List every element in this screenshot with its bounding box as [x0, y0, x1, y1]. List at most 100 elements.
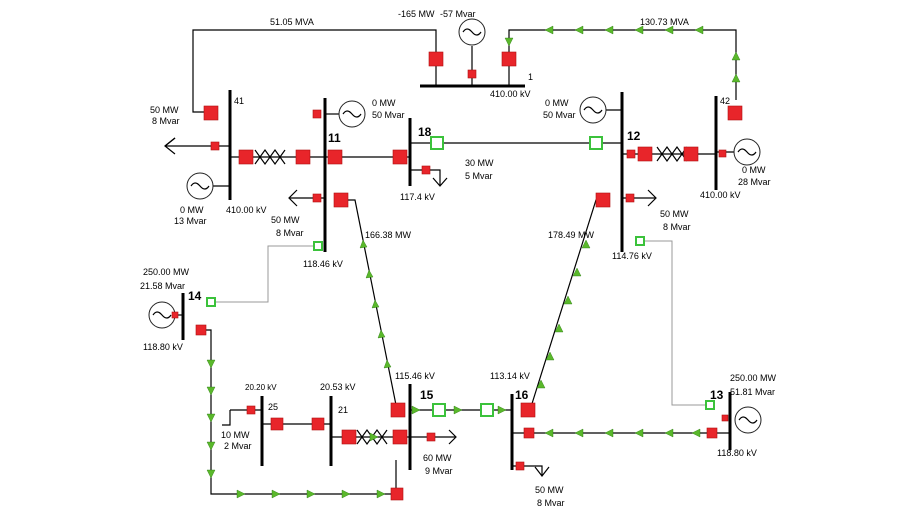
breaker-11-xfmr[interactable] — [295, 149, 311, 165]
open-breaker-14[interactable] — [206, 297, 216, 307]
breaker-12-side[interactable] — [626, 149, 636, 159]
breaker-13-16[interactable] — [706, 427, 718, 439]
generator-14[interactable] — [148, 301, 176, 329]
breaker-12-16[interactable] — [595, 192, 611, 208]
flow-arrow — [206, 469, 216, 479]
label-bus14-kv: 118.80 kV — [143, 342, 183, 352]
breaker-gen14[interactable] — [171, 311, 179, 319]
breaker-15-14[interactable] — [390, 487, 404, 501]
breaker-21-xfmr[interactable] — [341, 429, 357, 445]
breaker-41-xfmr[interactable] — [238, 149, 254, 165]
flow-arrow — [691, 428, 701, 438]
label-gen11-mvar: 50 Mvar — [372, 110, 405, 120]
label-bus15-num: 15 — [420, 388, 434, 402]
label-load41-mvar: 8 Mvar — [152, 116, 180, 126]
breaker-load25[interactable] — [246, 405, 256, 415]
flow-arrow — [545, 351, 555, 361]
breaker-16-13[interactable] — [523, 427, 535, 439]
label-gen1-mvar: -57 Mvar — [440, 9, 476, 19]
label-top-flow-right: 130.73 MVA — [640, 17, 689, 27]
flow-arrow — [359, 239, 368, 249]
flow-arrow — [664, 428, 674, 438]
breaker-15-11[interactable] — [390, 402, 406, 418]
flow-arrow — [536, 379, 546, 389]
breaker-load16[interactable] — [515, 461, 525, 471]
open-breaker-18[interactable] — [430, 136, 444, 150]
line-41-1[interactable] — [192, 29, 437, 113]
transformer-12-42 — [656, 145, 688, 163]
breaker-gen1[interactable] — [467, 69, 477, 79]
open-breaker-15-16[interactable] — [432, 403, 446, 417]
label-bus25-kv: 20.20 kV — [245, 383, 277, 392]
label-load18-mvar: 5 Mvar — [465, 171, 493, 181]
label-gen42-mvar: 28 Mvar — [738, 177, 771, 187]
breaker-42-xfmr[interactable] — [683, 146, 699, 162]
breaker-load15[interactable] — [426, 432, 436, 442]
label-gen11-mw: 0 MW — [372, 98, 396, 108]
breaker-load41[interactable] — [210, 141, 220, 151]
breaker-load11[interactable] — [312, 193, 322, 203]
breaker-25-21[interactable] — [270, 417, 284, 431]
label-load11-mw: 50 MW — [271, 215, 300, 225]
generator-12[interactable] — [579, 96, 607, 124]
label-gen41-mw: 0 MW — [180, 205, 204, 215]
breaker-41-top[interactable] — [203, 105, 219, 121]
breaker-11-18[interactable] — [327, 149, 343, 165]
breaker-load18[interactable] — [421, 165, 431, 175]
label-bus42-num: 42 — [720, 96, 730, 106]
load11-arrowhead — [288, 189, 298, 207]
open-breaker-13[interactable] — [705, 400, 715, 410]
label-gen13-mw: 250.00 MW — [730, 373, 777, 383]
breaker-12-xfmr[interactable] — [637, 146, 653, 162]
breaker-1-41[interactable] — [428, 51, 444, 67]
line-1-42[interactable] — [508, 29, 737, 100]
breaker-gen11[interactable] — [312, 109, 322, 119]
label-bus11-kv: 118.46 kV — [303, 259, 343, 269]
label-load25-mvar: 2 Mvar — [224, 441, 252, 451]
breaker-gen42[interactable] — [718, 149, 727, 158]
breaker-1-42[interactable] — [501, 51, 517, 67]
breaker-42-top[interactable] — [727, 105, 743, 121]
label-load15-mvar: 9 Mvar — [425, 466, 453, 476]
breaker-load12[interactable] — [625, 193, 635, 203]
flow-arrow — [563, 295, 573, 305]
open-breaker-12[interactable] — [589, 136, 603, 150]
open-breaker-12-13[interactable] — [635, 236, 645, 246]
breaker-11-15[interactable] — [333, 192, 349, 208]
breaker-15-xfmr[interactable] — [392, 429, 408, 445]
breaker-18-11[interactable] — [392, 149, 408, 165]
flow-arrow — [574, 428, 584, 438]
label-load15-mw: 60 MW — [423, 453, 452, 463]
generator-13[interactable] — [734, 406, 762, 434]
line-14-15[interactable] — [202, 329, 397, 495]
breaker-gen13[interactable] — [721, 414, 729, 422]
label-gen13-mvar: 51.81 Mvar — [730, 387, 775, 397]
flow-arrow — [206, 386, 216, 396]
generator-41[interactable] — [186, 172, 214, 200]
generator-11[interactable] — [338, 100, 366, 128]
flow-arrow — [694, 25, 704, 35]
transformer-41-11 — [254, 148, 286, 166]
label-bus1-num: 1 — [528, 72, 533, 82]
flow-arrow — [572, 267, 582, 277]
label-load11-mvar: 8 Mvar — [276, 228, 304, 238]
label-bus11-num: 11 — [328, 131, 341, 145]
open-breaker-11-14[interactable] — [313, 241, 323, 251]
breaker-14[interactable] — [195, 324, 207, 336]
open-breaker-16-15[interactable] — [480, 403, 494, 417]
label-bus18-kv: 117.4 kV — [400, 192, 435, 202]
label-bus1-kv: 410.00 kV — [490, 89, 531, 99]
flow-arrow — [369, 432, 379, 442]
breaker-16-12[interactable] — [520, 402, 536, 418]
generator-42[interactable] — [733, 138, 761, 166]
flow-arrow — [371, 299, 380, 309]
label-gen42-mw: 0 MW — [742, 165, 766, 175]
generator-1[interactable] — [458, 18, 486, 46]
line-11-14[interactable] — [211, 245, 318, 303]
breaker-21-25[interactable] — [311, 417, 325, 431]
flow-arrow — [554, 323, 564, 333]
line-12-13[interactable] — [640, 240, 709, 406]
label-load16-mvar: 8 Mvar — [537, 498, 565, 508]
